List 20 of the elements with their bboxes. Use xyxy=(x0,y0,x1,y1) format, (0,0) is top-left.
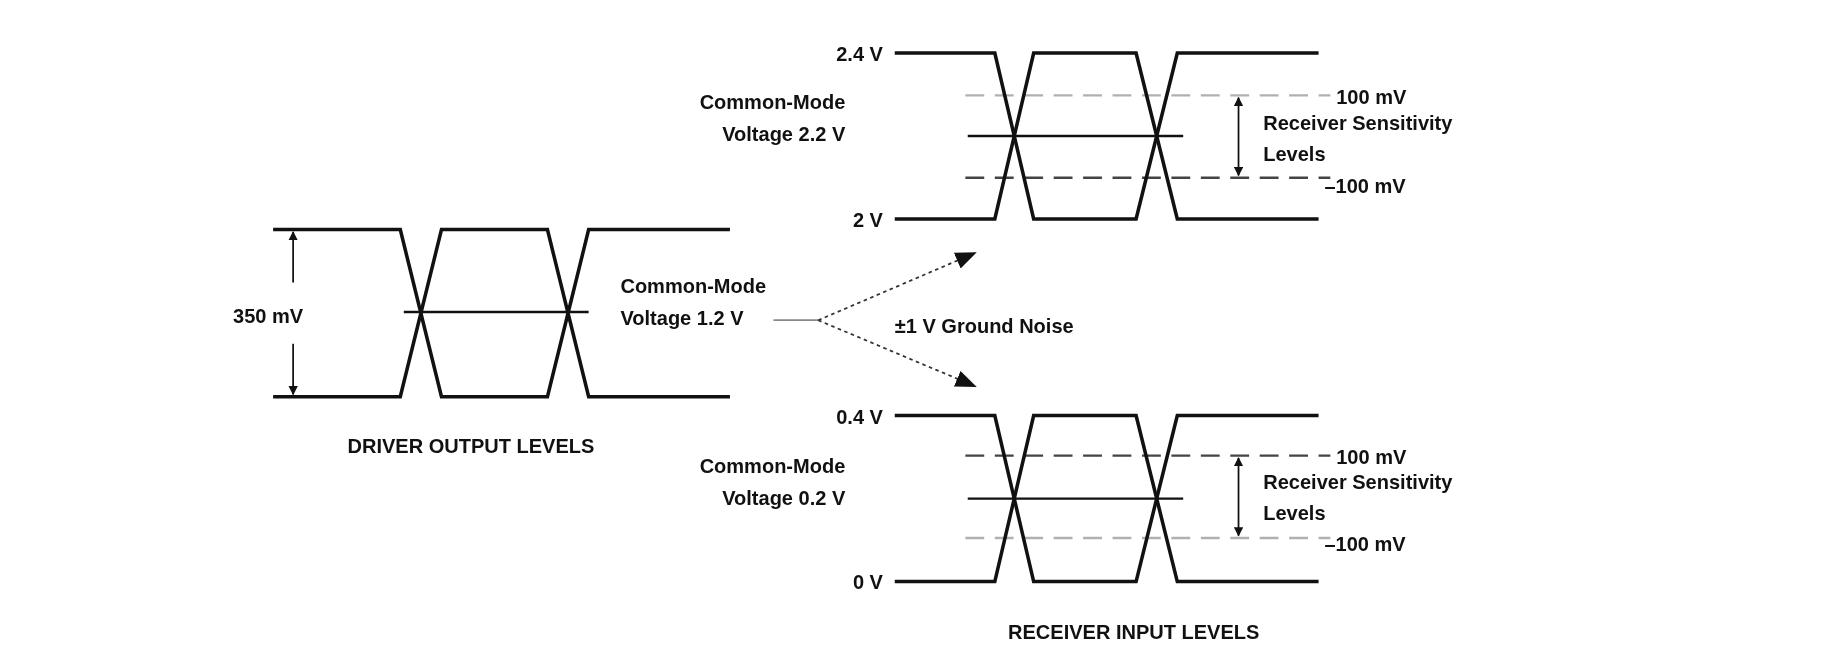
label-text: Receiver Sensitivity Levels xyxy=(1263,469,1454,528)
label-text: 0.4 V xyxy=(836,405,883,431)
label-text: Common-Mode Voltage 0.2 V xyxy=(698,454,846,512)
label-text: –100 mV xyxy=(1324,532,1406,558)
label-text: Common-Mode Voltage 2.2 V xyxy=(698,90,846,148)
label-text: DRIVER OUTPUT LEVELS xyxy=(347,434,595,460)
label-text: 100 mV xyxy=(1336,84,1407,111)
label-text: –100 mV xyxy=(1324,174,1406,200)
label-text: 0 V xyxy=(852,570,883,596)
label-text: 350 mV xyxy=(233,303,304,330)
voltage-label: Common-Mode Voltage 1.2 V xyxy=(620,274,768,332)
label-text: ±1 V Ground Noise xyxy=(894,314,1074,340)
label-text: RECEIVER INPUT LEVELS xyxy=(1008,620,1260,646)
arrow xyxy=(817,252,977,322)
arrow xyxy=(817,319,977,388)
connector-line xyxy=(772,319,820,322)
label-text: 2 V xyxy=(852,208,883,234)
label-text: Receiver Sensitivity Levels xyxy=(1263,110,1454,168)
label-text: 2.4 V xyxy=(836,42,883,68)
label-text: 100 mV xyxy=(1336,445,1407,471)
